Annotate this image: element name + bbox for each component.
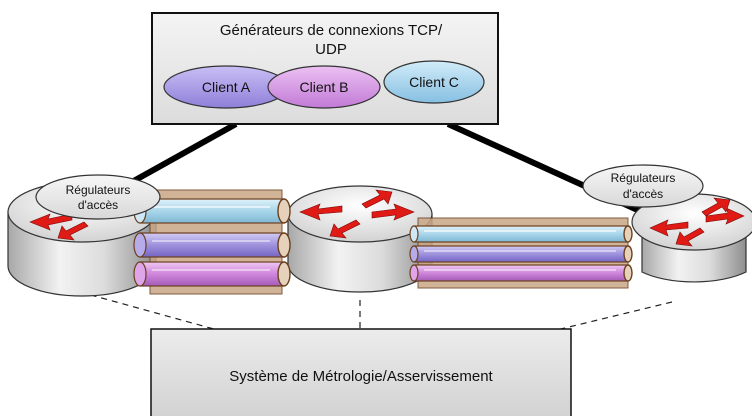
metrology-links	[79, 291, 673, 335]
access-regulator-right-line2: d'accès	[623, 187, 663, 201]
pipe-left-pink	[133, 261, 291, 287]
pipe-left-blue	[133, 198, 291, 224]
pipe-right-purple	[409, 245, 633, 263]
client-c[interactable]: Client C	[383, 60, 485, 104]
pipe-right-blue	[409, 225, 633, 243]
pipe-right-pink	[409, 264, 633, 282]
client-b-label: Client B	[299, 79, 348, 95]
access-regulator-right: Régulateurs d'accès	[582, 164, 704, 208]
generator-title-line2: UDP	[315, 41, 347, 58]
client-a-label: Client A	[202, 79, 251, 95]
metrology-box: Système de Métrologie/Asservissement	[150, 328, 572, 416]
access-regulator-left-line1: Régulateurs	[66, 183, 131, 197]
access-regulator-left: Régulateurs d'accès	[35, 174, 161, 220]
client-b[interactable]: Client B	[267, 65, 381, 109]
router-right	[631, 193, 752, 283]
generator-box: Générateurs de connexions TCP/ UDP Clien…	[151, 12, 499, 125]
access-regulator-right-line1: Régulateurs	[611, 171, 676, 185]
metrology-label: Système de Métrologie/Asservissement	[229, 368, 493, 385]
router-right-arrows-icon	[649, 197, 745, 247]
router-middle-arrows-icon	[299, 189, 415, 239]
generator-title-line1: Générateurs de connexions TCP/	[220, 22, 443, 39]
pipe-bundle-right	[409, 217, 633, 289]
router-middle	[287, 185, 433, 293]
pipe-bundle-left	[133, 189, 291, 295]
pipe-left-purple	[133, 232, 291, 258]
access-regulator-left-line2: d'accès	[78, 198, 118, 212]
client-c-label: Client C	[409, 74, 459, 90]
